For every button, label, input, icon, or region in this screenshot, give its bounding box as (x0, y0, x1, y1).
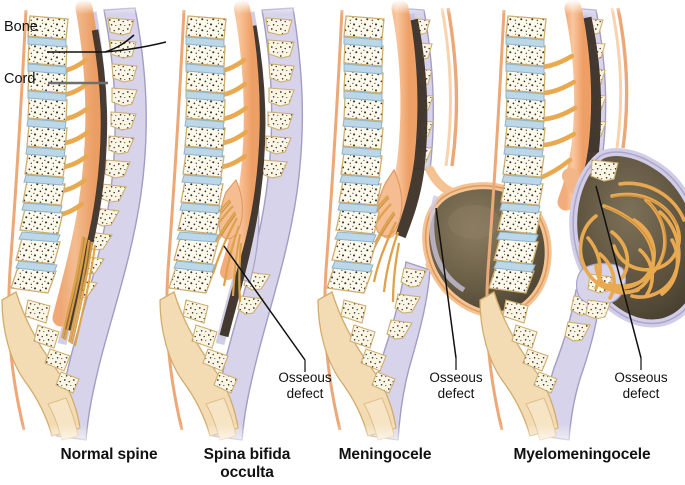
myelo-defect-leader (595, 185, 642, 359)
caption-line-1: Meningocele (338, 446, 432, 463)
caption-line-1: Myelomeningocele (513, 446, 651, 463)
caption-meningocele: Meningocele (315, 446, 455, 464)
bone-leader-branch-b (104, 41, 167, 53)
annotation-line-1: Osseous (614, 370, 668, 385)
panel-normal-spine (0, 0, 170, 450)
annotation-line-1: Osseous (429, 370, 483, 385)
caption-spina-bifida-occulta: Spina bifida occulta (177, 446, 317, 483)
caption-line-1: Normal spine (60, 446, 158, 463)
annotation-osseous-defect-myelomeningocele: Osseous defect (586, 370, 685, 402)
caption-myelomeningocele: Myelomeningocele (482, 446, 682, 464)
occulta-defect-leader (223, 245, 306, 361)
annotation-line-2: defect (286, 386, 324, 402)
annotation-line-2: defect (622, 386, 660, 402)
meningocele-defect-leader (435, 207, 457, 359)
label-bone: Bone (4, 19, 38, 35)
label-cord: Cord (4, 71, 36, 87)
annotation-osseous-defect-occulta: Osseous defect (250, 370, 360, 402)
leader-lines (47, 34, 642, 372)
caption-normal-spine: Normal spine (34, 446, 184, 464)
caption-line-2: occulta (220, 464, 274, 482)
panel-myelomeningocele (475, 0, 685, 450)
annotation-line-2: defect (437, 386, 475, 402)
annotation-line-1: Osseous (278, 370, 332, 385)
caption-line-1: Spina bifida (203, 446, 291, 463)
annotation-osseous-defect-meningocele: Osseous defect (401, 370, 511, 402)
panel-spina-bifida-occulta (155, 0, 325, 450)
